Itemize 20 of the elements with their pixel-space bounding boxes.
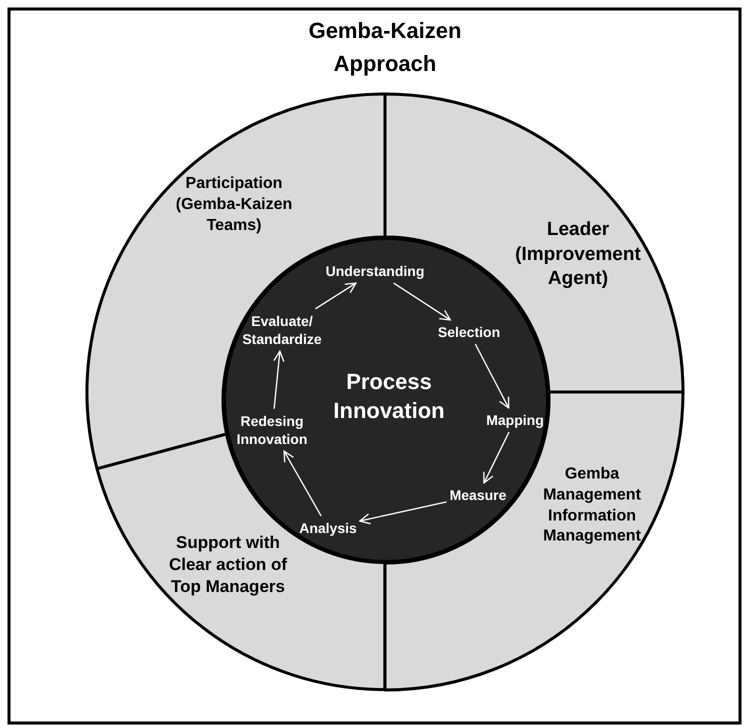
step-label: Redesing Innovation xyxy=(222,412,322,448)
diagram-title: Gemba-Kaizen Approach xyxy=(308,17,462,78)
step-label: Understanding xyxy=(326,262,424,280)
arrow xyxy=(273,350,284,409)
arrow xyxy=(483,432,510,484)
step-label: Mapping xyxy=(486,410,544,430)
step-label: Measure xyxy=(450,486,506,504)
segment-label: Leader (Improvement Agent) xyxy=(514,218,642,292)
arrow xyxy=(474,344,510,409)
step-label: Selection xyxy=(438,322,500,342)
step-label: Analysis xyxy=(299,518,357,538)
arrow xyxy=(315,282,357,310)
segment-label: Gemba Management Information Management xyxy=(542,464,642,547)
step-label: Evaluate/ Standardize xyxy=(232,312,332,348)
arrow xyxy=(283,450,322,516)
center-label: Process Innovation xyxy=(332,368,446,425)
arrow xyxy=(393,282,452,321)
segment-label: Support with Clear action of Top Managers xyxy=(168,532,288,598)
segment-label: Participation (Gemba-Kaizen Teams) xyxy=(174,174,294,236)
arrow xyxy=(359,501,447,524)
